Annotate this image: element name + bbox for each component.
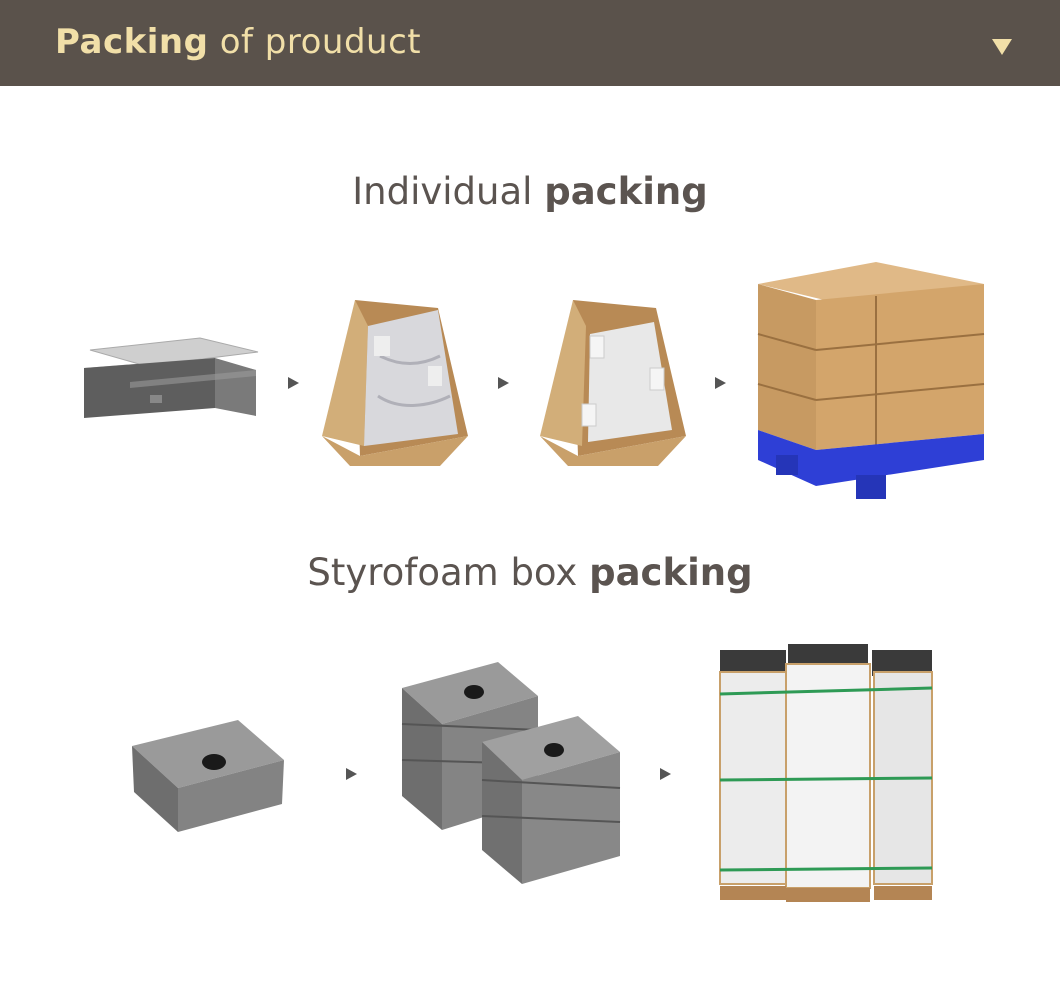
section-title-styrofoam: Styrofoam box packing	[0, 551, 1060, 594]
section-title-light: Individual	[352, 170, 545, 213]
sink-unit-image	[84, 337, 259, 418]
carton-with-foam-protectors-image	[540, 300, 686, 466]
section-title-bold: packing	[589, 551, 753, 594]
arrow-right-icon	[660, 768, 671, 780]
header-title-rest: of prouduct	[208, 22, 422, 62]
arrow-right-icon	[498, 377, 509, 389]
section-title-light: Styrofoam box	[307, 551, 590, 594]
wrapped-pallet-stacks-image	[719, 644, 933, 902]
palletized-cartons-image	[757, 262, 985, 499]
header-title-bold: Packing	[55, 22, 209, 62]
section-title-individual: Individual packing	[0, 170, 1060, 213]
packing-header[interactable]: Packing of prouduct	[0, 0, 1060, 86]
chevron-down-icon[interactable]	[992, 39, 1012, 55]
styrofoam-box-image	[132, 720, 284, 832]
carton-with-bagged-sink-image	[322, 300, 468, 466]
arrow-right-icon	[346, 768, 357, 780]
section-title-bold: packing	[544, 170, 708, 213]
header-title: Packing of prouduct	[55, 22, 421, 62]
arrow-right-icon	[715, 377, 726, 389]
stacked-styrofoam-boxes-image	[401, 662, 621, 884]
arrow-right-icon	[288, 377, 299, 389]
